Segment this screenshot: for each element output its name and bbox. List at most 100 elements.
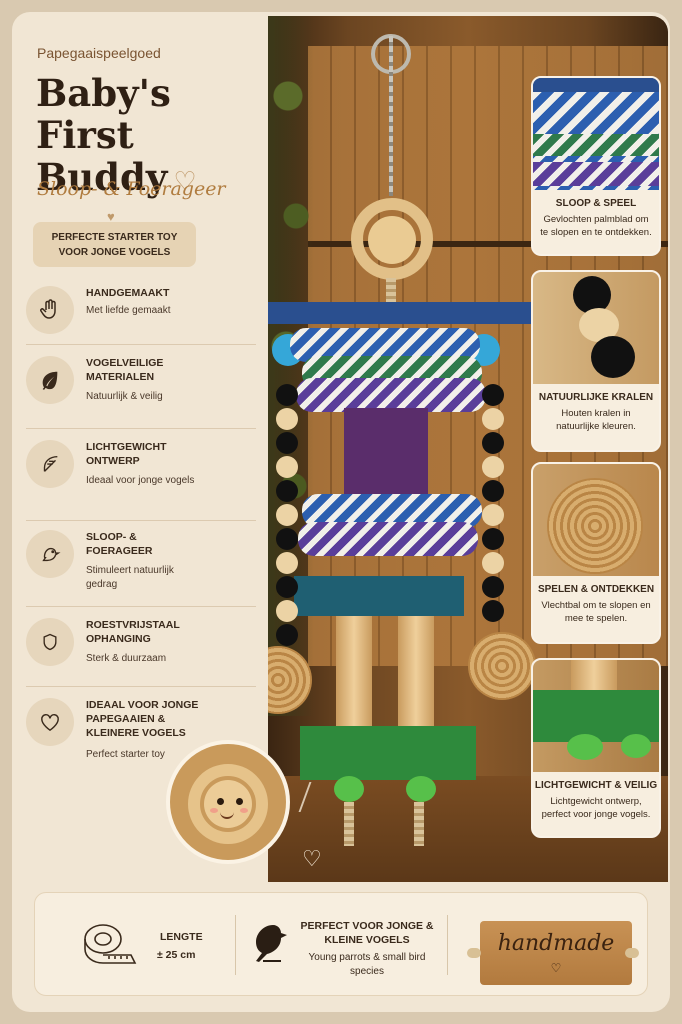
black-bead bbox=[276, 432, 298, 454]
bird-icon bbox=[26, 530, 74, 578]
handmade-tag: handmade ♡ bbox=[480, 921, 632, 985]
woven-palm-roll bbox=[533, 162, 659, 186]
starter-badge: PERFECTE STARTER TOY VOOR JONGE VOGELS bbox=[33, 222, 196, 267]
woven-palm-roll bbox=[296, 378, 486, 412]
rattan-ball bbox=[547, 478, 643, 574]
divider bbox=[26, 428, 256, 429]
smiley-bead bbox=[368, 216, 416, 264]
green-bead bbox=[406, 776, 436, 802]
leaf-icon bbox=[26, 356, 74, 404]
card-image bbox=[533, 464, 659, 576]
natural-bead bbox=[482, 456, 504, 478]
sisal-rope bbox=[386, 278, 396, 308]
length-label: LENGTE bbox=[160, 931, 203, 943]
natural-bead bbox=[276, 408, 298, 430]
feature-item: LICHTGEWICHT ONTWERP Ideaal voor jonge v… bbox=[26, 440, 256, 510]
feature-item: HANDGEMAAKT Met liefde gemaakt bbox=[26, 286, 256, 334]
bird-icon bbox=[249, 919, 293, 974]
shield-icon bbox=[26, 618, 74, 666]
feature-card: SLOOP & SPEEL Gevlochten palmblad om te … bbox=[531, 76, 661, 256]
feature-desc: Stimuleert natuurlijk gedrag bbox=[86, 565, 174, 590]
feather-icon bbox=[26, 440, 74, 488]
card-title: SPELEN & ONTDEKKEN bbox=[537, 584, 655, 595]
cage-bar bbox=[308, 241, 668, 247]
heart-icon: ♥ bbox=[107, 209, 115, 224]
green-wood-block bbox=[300, 726, 392, 780]
heart-icon: ♡ bbox=[173, 167, 197, 197]
divider bbox=[26, 606, 256, 607]
card-desc: Lichtgewicht ontwerp, perfect voor jonge… bbox=[541, 796, 651, 820]
feature-item: SLOOP- & FOERAGEER Stimuleert natuurlijk… bbox=[26, 530, 256, 600]
divider bbox=[447, 915, 448, 975]
heart-icon: ♡ bbox=[302, 846, 322, 871]
blue-wood-plank bbox=[268, 302, 534, 324]
feature-desc: Met liefde gemaakt bbox=[86, 305, 171, 316]
wooden-dowel bbox=[336, 616, 372, 736]
starter-line-2: VOOR JONGE VOGELS bbox=[58, 247, 171, 258]
card-title: NATUURLIJKE KRALEN bbox=[538, 392, 654, 403]
woven-palm-roll bbox=[298, 522, 478, 556]
natural-bead bbox=[276, 600, 298, 622]
feature-item: VOGELVEILIGE MATERIALEN Natuurlijk & vei… bbox=[26, 356, 256, 416]
sisal-rope bbox=[344, 802, 354, 846]
black-bead bbox=[482, 480, 504, 502]
blush bbox=[210, 808, 218, 813]
heart-icon bbox=[26, 698, 74, 746]
green-bead bbox=[621, 734, 651, 758]
title-text: Baby's First Buddy bbox=[36, 71, 171, 199]
suitable-for-subtitle: Young parrots & small bird species bbox=[308, 952, 426, 977]
feature-desc: Natuurlijk & veilig bbox=[86, 391, 163, 402]
natural-bead bbox=[276, 552, 298, 574]
product-poster: Papegaaispeelgoed Baby's First Buddy♡ Sl… bbox=[12, 12, 670, 1012]
eye bbox=[217, 798, 224, 805]
feature-title: VOGELVEILIGE MATERIALEN bbox=[86, 357, 164, 383]
card-desc: Vlechtbal om te slopen en mee te spelen. bbox=[541, 600, 651, 624]
divider bbox=[26, 344, 256, 345]
green-wood-block bbox=[384, 726, 476, 780]
card-title: LICHTGEWICHT & VEILIG bbox=[534, 780, 658, 791]
black-bead bbox=[591, 336, 635, 378]
starter-line-1: PERFECTE STARTER TOY bbox=[51, 232, 178, 243]
smile bbox=[220, 812, 234, 819]
rope-knot bbox=[625, 948, 639, 958]
feature-card: SPELEN & ONTDEKKEN Vlechtbal om te slope… bbox=[531, 462, 661, 644]
feature-title: ROESTVRIJSTAAL OPHANGING bbox=[86, 619, 180, 645]
black-bead bbox=[276, 384, 298, 406]
black-bead bbox=[276, 480, 298, 502]
green-bead bbox=[334, 776, 364, 802]
feature-desc: Sterk & duurzaam bbox=[86, 653, 167, 664]
natural-bead bbox=[482, 504, 504, 526]
sisal-rope bbox=[414, 802, 424, 846]
feature-title: HANDGEMAAKT bbox=[86, 287, 170, 299]
feature-desc: Perfect starter toy bbox=[86, 749, 165, 760]
wooden-dowel bbox=[398, 616, 434, 736]
hand-icon bbox=[26, 286, 74, 334]
black-bead bbox=[276, 528, 298, 550]
divider bbox=[26, 520, 256, 521]
woven-palm-roll bbox=[533, 134, 659, 156]
suitable-for-title: PERFECT VOOR JONGE & KLEINE VOGELS bbox=[300, 920, 434, 946]
green-wood-block bbox=[533, 690, 659, 742]
green-bead bbox=[567, 734, 603, 760]
feature-item: ROESTVRIJSTAAL OPHANGING Sterk & duurzaa… bbox=[26, 618, 256, 678]
heart-icon: ♡ bbox=[550, 961, 562, 975]
card-image bbox=[533, 78, 659, 190]
eye bbox=[236, 798, 243, 805]
info-bar: LENGTE ± 25 cm PERFECT VOOR JONGE & KLEI… bbox=[34, 892, 648, 996]
black-bead bbox=[482, 432, 504, 454]
black-bead bbox=[276, 624, 298, 646]
natural-bead bbox=[276, 456, 298, 478]
feature-title: SLOOP- & FOERAGEER bbox=[86, 531, 153, 557]
feature-desc: Ideaal voor jonge vogels bbox=[86, 475, 195, 486]
black-bead bbox=[482, 576, 504, 598]
rattan-ball bbox=[468, 632, 536, 700]
feature-title: IDEAAL VOOR JONGE PAPEGAAIEN & KLEINERE … bbox=[86, 699, 199, 739]
card-title: SLOOP & SPEEL bbox=[555, 198, 637, 209]
card-desc: Gevlochten palmblad om te slopen en te o… bbox=[540, 214, 652, 238]
black-bead bbox=[276, 576, 298, 598]
teal-wood-plank bbox=[294, 576, 464, 616]
length-value: ± 25 cm bbox=[157, 949, 196, 961]
steel-chain bbox=[389, 36, 393, 196]
black-bead bbox=[573, 276, 611, 314]
divider bbox=[235, 915, 236, 975]
